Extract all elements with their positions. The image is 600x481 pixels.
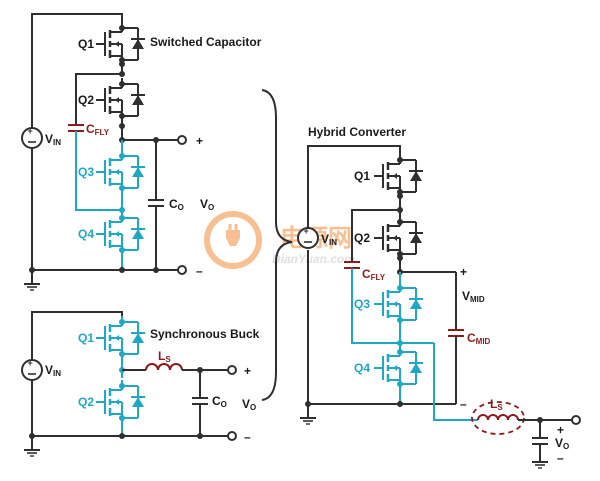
sc-q4-label: Q4 <box>78 227 94 241</box>
hc-vo-sub: O <box>563 442 569 451</box>
hc-inductor-icon <box>477 414 519 421</box>
sc-title: Switched Capacitor <box>150 35 262 49</box>
buck-co-label: C <box>212 394 221 408</box>
sc-plus: + <box>196 134 203 148</box>
buck-ls-label: L <box>158 349 165 363</box>
buck-inductor-icon <box>145 363 183 371</box>
svg-text:VO: VO <box>555 436 569 451</box>
svg-text:VO: VO <box>200 197 214 212</box>
hc-vin-label: V <box>321 232 329 246</box>
hc-ground-icon <box>299 411 317 425</box>
hc-ls-sub: S <box>497 403 503 412</box>
hc-q1-mosfet <box>372 152 425 200</box>
hc-q3-mosfet <box>372 280 425 328</box>
hc-cfly-label: C <box>362 267 371 281</box>
buck-minus: – <box>244 430 251 444</box>
hc-vin-source-icon <box>297 227 319 249</box>
svg-text:CO: CO <box>169 197 184 212</box>
buck-ls-sub: S <box>165 355 171 364</box>
sc-ground-icon <box>23 277 41 291</box>
synchronous-buck-circuit: + Synchronous Buck Q1 Q2 VIN LS CO VO + … <box>21 311 260 457</box>
svg-text:+: + <box>28 358 33 368</box>
buck-q1-label: Q1 <box>78 331 94 345</box>
hc-cfly-sub: FLY <box>371 273 386 282</box>
watermark-text: DianYuan.com <box>272 252 355 266</box>
hc-q2-label: Q2 <box>354 231 370 245</box>
sc-q1-label: Q1 <box>78 37 94 51</box>
sc-minus: – <box>196 264 203 278</box>
sc-co-sub: O <box>178 203 184 212</box>
svg-text:VMID: VMID <box>462 289 485 304</box>
svg-text:CFLY: CFLY <box>86 122 110 137</box>
sc-q2-mosfet <box>94 76 147 124</box>
hybrid-converter-circuit: + Hybrid Converter Q1 Q2 Q3 Q4 VIN CFLY … <box>297 125 581 469</box>
sc-q3-mosfet <box>94 148 147 196</box>
svg-text:VIN: VIN <box>45 132 61 147</box>
hc-vmid-plus: + <box>460 265 467 279</box>
hc-ls-highlight <box>471 401 525 435</box>
hc-output-ground-icon <box>531 455 549 469</box>
svg-text:CFLY: CFLY <box>362 267 386 282</box>
hc-vmid-minus: – <box>460 397 467 411</box>
curly-brace-icon <box>261 89 293 401</box>
buck-vin-sub: IN <box>53 369 61 378</box>
sc-vin-source-icon <box>21 127 43 149</box>
svg-text:VIN: VIN <box>321 232 337 247</box>
svg-text:VO: VO <box>242 397 256 412</box>
hc-vo-minus: – <box>557 451 564 465</box>
svg-text:+: + <box>304 226 309 236</box>
watermark-logo-icon <box>204 211 262 269</box>
hc-ls-label: L <box>490 397 497 411</box>
svg-text:VIN: VIN <box>45 363 61 378</box>
buck-q2-label: Q2 <box>78 395 94 409</box>
svg-text:+: + <box>28 126 33 136</box>
sc-q4-mosfet <box>94 210 147 258</box>
buck-plus: + <box>244 364 251 378</box>
sc-q2-label: Q2 <box>78 93 94 107</box>
hc-cmid-label: C <box>467 331 476 345</box>
buck-vo-label: V <box>242 397 250 411</box>
hc-q4-mosfet <box>372 344 425 392</box>
buck-co-sub: O <box>221 400 227 409</box>
sc-q1-mosfet <box>94 20 147 68</box>
sc-cfly-label: C <box>86 122 95 136</box>
sc-cfly-sub: FLY <box>95 128 110 137</box>
hc-q3-label: Q3 <box>354 297 370 311</box>
hc-cmid-sub: MID <box>476 337 491 346</box>
buck-vin-source-icon <box>21 359 43 381</box>
sc-vo-sub: O <box>208 203 214 212</box>
svg-text:LS: LS <box>490 397 503 412</box>
buck-q2-mosfet <box>94 378 147 426</box>
hc-q2-mosfet <box>372 214 425 262</box>
svg-text:LS: LS <box>158 349 171 364</box>
hc-title: Hybrid Converter <box>308 125 406 139</box>
hc-vin-sub: IN <box>329 238 337 247</box>
sc-q3-label: Q3 <box>78 165 94 179</box>
switched-capacitor-circuit: + Switched Capacitor Q1 Q2 Q3 Q4 VIN CFL… <box>21 13 262 291</box>
buck-q1-mosfet <box>94 314 147 362</box>
hc-q4-label: Q4 <box>354 361 370 375</box>
svg-text:CO: CO <box>212 394 227 409</box>
hc-q1-label: Q1 <box>354 169 370 183</box>
buck-vo-sub: O <box>250 403 256 412</box>
hc-vo-plus: + <box>557 423 564 437</box>
svg-text:CMID: CMID <box>467 331 491 346</box>
sc-vo-label: V <box>200 197 208 211</box>
hc-vo-label: V <box>555 436 563 450</box>
buck-title: Synchronous Buck <box>150 327 260 341</box>
hc-vmid-sub: MID <box>470 295 485 304</box>
buck-vin-label: V <box>45 363 53 377</box>
sc-co-label: C <box>169 197 178 211</box>
sc-vin-sub: IN <box>53 138 61 147</box>
sc-vin-label: V <box>45 132 53 146</box>
hc-vmid-label: V <box>462 289 470 303</box>
buck-ground-icon <box>23 443 41 457</box>
